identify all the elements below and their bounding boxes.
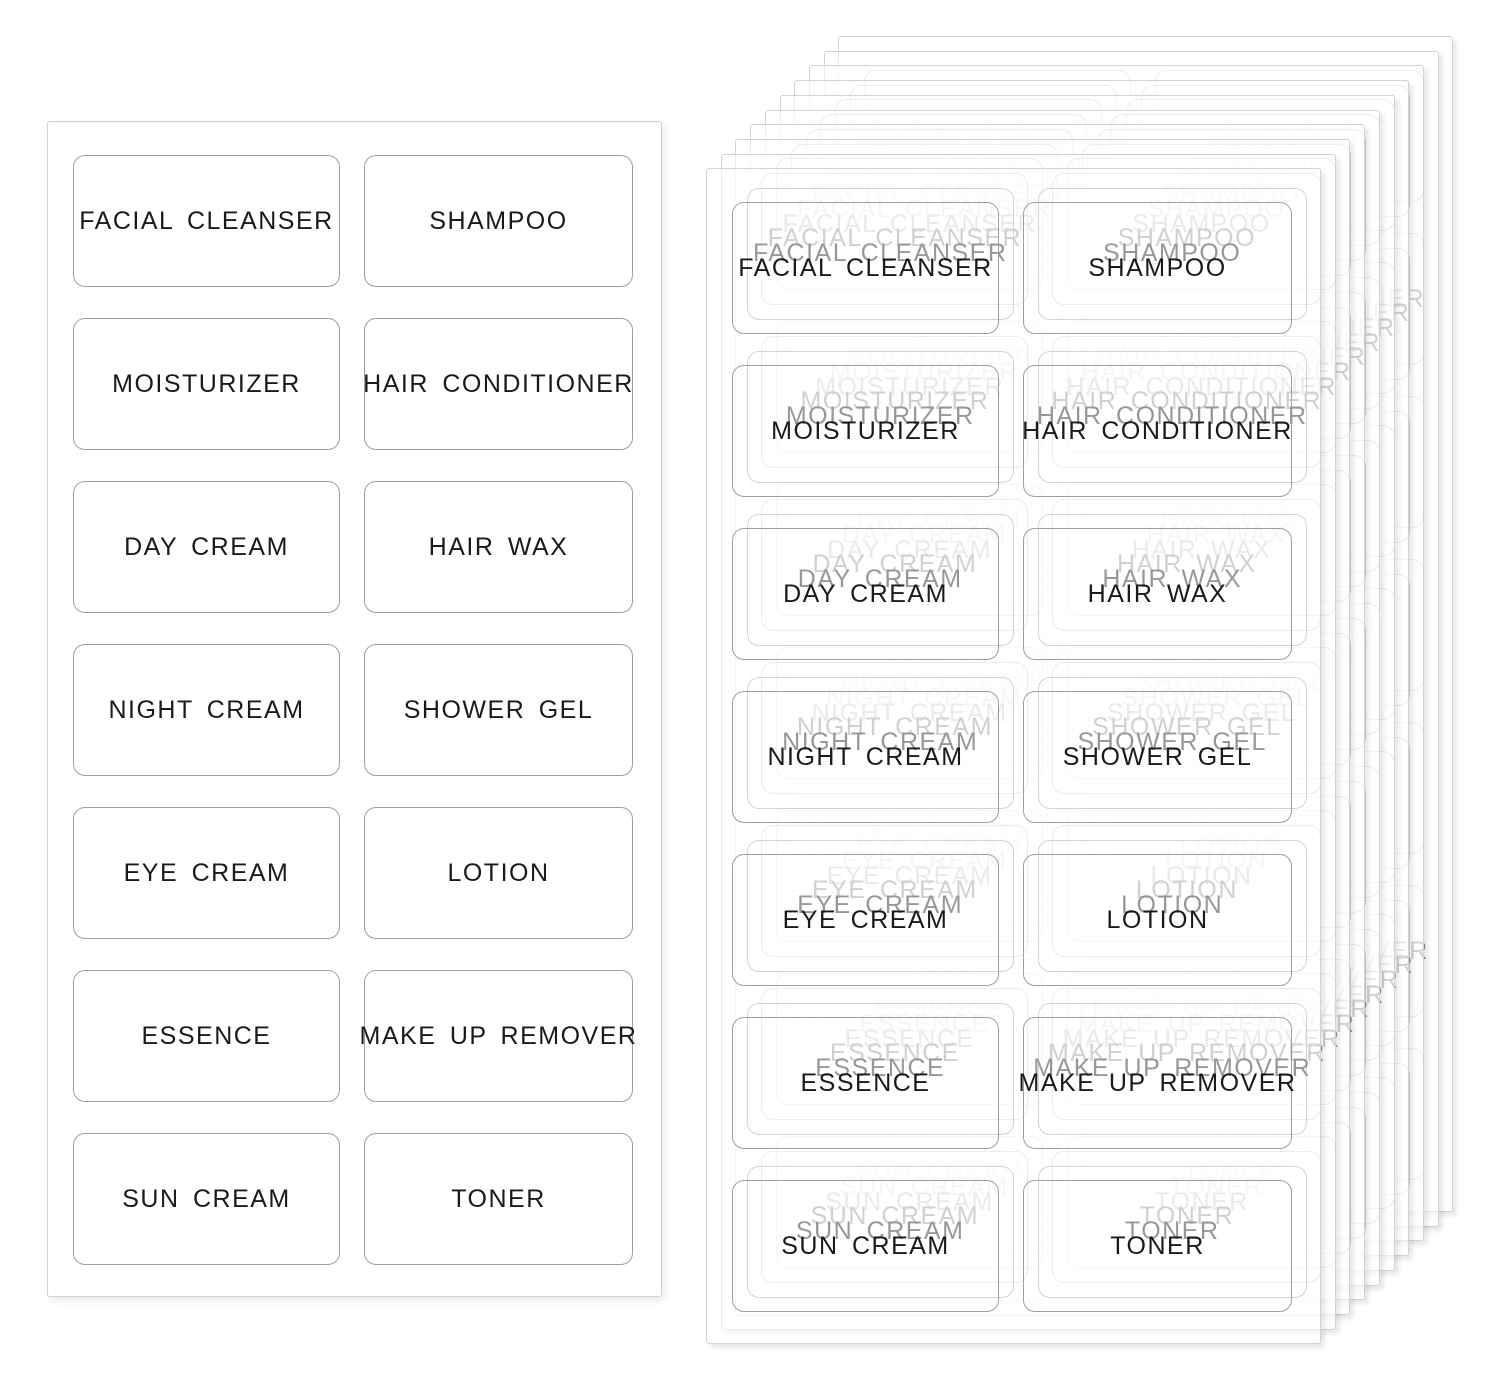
label-text: HAIR WAX [1087,579,1228,608]
label-sticker: ESSENCE [732,1017,999,1150]
label-text: SHAMPOO [1088,253,1227,282]
label-text: SUN CREAM [122,1184,291,1213]
label-text: HAIR WAX [428,532,569,561]
label-sticker: SUN CREAM [732,1180,999,1313]
single-sheet-area: FACIAL CLEANSER SHAMPOO MOISTURIZER HAIR CO… [47,121,662,1297]
label-text: EYE CREAM [123,858,290,887]
label-sticker: LOTION [364,807,633,939]
label-sticker: MAKE UP REMOVER [1019,1017,1295,1150]
label-text: FACIAL CLEANSER [79,206,334,235]
label-sticker: HAIR CONDITIONER [363,318,634,450]
label-sticker: NIGHT CREAM [73,644,340,776]
label-text: ESSENCE [141,1021,272,1050]
label-text: EYE CREAM [782,905,949,934]
label-sticker: NIGHT CREAM [732,691,999,824]
label-sticker: MOISTURIZER [732,365,999,498]
label-sticker: FACIAL CLEANSER [732,202,999,335]
label-text: DAY CREAM [124,532,289,561]
label-text: MOISTURIZER [112,369,301,398]
label-sheet-single: FACIAL CLEANSER SHAMPOO MOISTURIZER HAIR CO… [47,121,662,1297]
label-text: SUN CREAM [781,1231,950,1260]
label-text: FACIAL CLEANSER [738,253,993,282]
label-sticker: DAY CREAM [73,481,340,613]
label-text: NIGHT CREAM [108,695,305,724]
label-text: HAIR CONDITIONER [363,369,634,398]
label-text: MAKE UP REMOVER [359,1021,638,1050]
label-sticker: TONER [364,1133,633,1265]
label-text: SHOWER GEL [1062,742,1253,771]
label-text: TONER [451,1184,546,1213]
label-text: SHOWER GEL [403,695,594,724]
label-sticker: ESSENCE [73,970,340,1102]
label-sticker: SUN CREAM [73,1133,340,1265]
label-text: ESSENCE [800,1068,931,1097]
label-text: TONER [1110,1231,1205,1260]
label-sticker: TONER [1023,1180,1292,1313]
label-sticker: LOTION [1023,854,1292,987]
label-text: MAKE UP REMOVER [1018,1068,1297,1097]
label-sticker: SHAMPOO [364,155,633,287]
label-text: HAIR CONDITIONER [1022,416,1293,445]
label-sticker: FACIAL CLEANSER [73,155,340,287]
label-sticker: EYE CREAM [732,854,999,987]
label-sticker: MOISTURIZER [73,318,340,450]
label-sticker: SHOWER GEL [364,644,633,776]
sheet-stack-area: FACIAL CLEANSER SHAMPOO MOISTURIZER HAIR CO… [706,36,1476,1356]
label-text: SHAMPOO [429,206,568,235]
label-sticker: SHAMPOO [1023,202,1292,335]
label-sticker: EYE CREAM [73,807,340,939]
label-sticker: DAY CREAM [732,528,999,661]
label-sticker: SHOWER GEL [1023,691,1292,824]
label-text: LOTION [1106,905,1209,934]
label-sticker: HAIR WAX [1023,528,1292,661]
label-grid: FACIAL CLEANSER SHAMPOO MOISTURIZER HAIR CO… [707,169,1320,1343]
label-text: LOTION [447,858,550,887]
label-text: MOISTURIZER [771,416,960,445]
label-text: DAY CREAM [783,579,948,608]
label-grid: FACIAL CLEANSER SHAMPOO MOISTURIZER HAIR CO… [48,122,661,1296]
label-text: NIGHT CREAM [767,742,964,771]
label-sticker: HAIR WAX [364,481,633,613]
label-sticker: MAKE UP REMOVER [360,970,636,1102]
label-sticker: HAIR CONDITIONER [1022,365,1293,498]
label-sheet-front: FACIAL CLEANSER SHAMPOO MOISTURIZER HAIR CO… [706,168,1321,1345]
